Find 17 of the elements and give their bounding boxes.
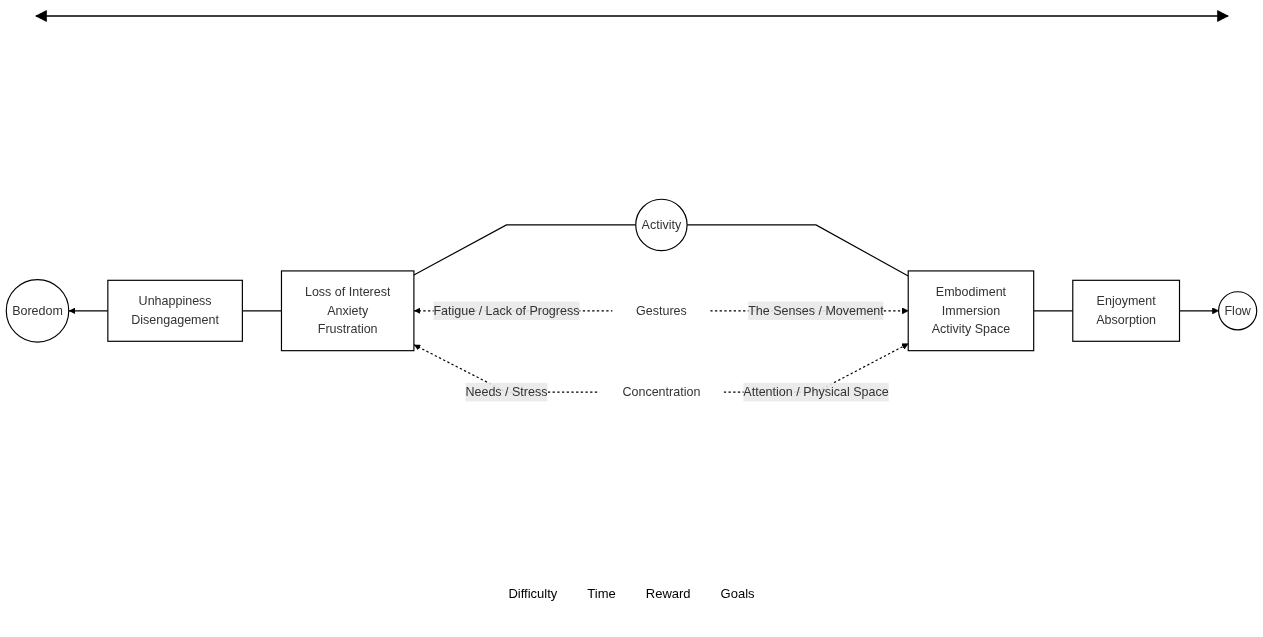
node-circle: Flow (1218, 290, 1258, 331)
node-box: Embodiment Immersion Activity Space (907, 270, 1035, 351)
note-text: Difficulty (508, 586, 558, 601)
node-box: Unhappiness Disengagement (107, 279, 243, 342)
edge-label: Fatigue / Lack of Progress (433, 303, 580, 317)
node-text: Concentration (622, 384, 701, 399)
edge-label: The Senses / Movement (748, 303, 884, 317)
note-text: Reward (645, 586, 691, 601)
note-text: Time (587, 586, 616, 601)
node-circle: Activity (635, 198, 688, 251)
edge-label: Needs / Stress (465, 384, 548, 399)
node-box: Enjoyment Absorption (1072, 279, 1181, 342)
note-text: Goals (720, 586, 755, 601)
node-box: Loss of Interest Anxiety Frustration (280, 270, 415, 351)
node-text: Gestures (636, 303, 687, 317)
node-circle: Boredom (5, 278, 70, 343)
edge-label: Attention / Physical Space (743, 384, 889, 399)
